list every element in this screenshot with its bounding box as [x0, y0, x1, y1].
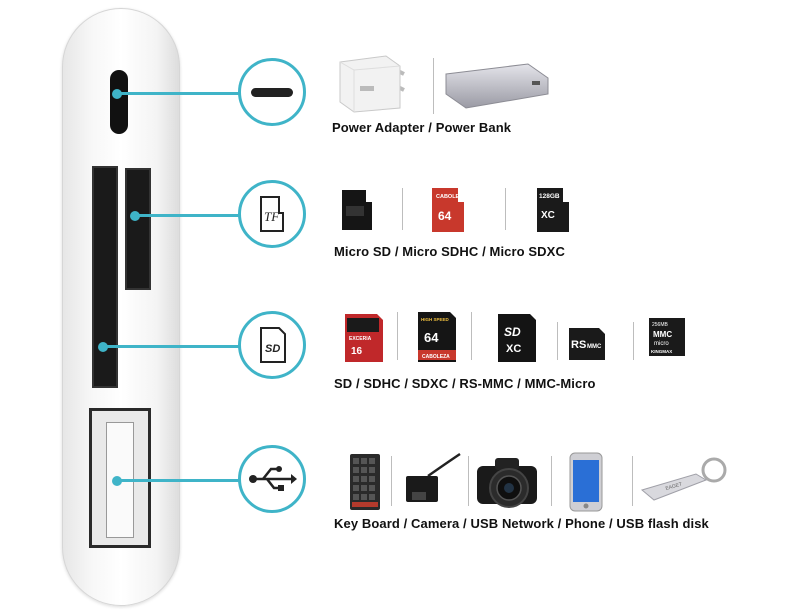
- sd-card-icon: SD: [260, 327, 286, 363]
- row4-divider-4: [632, 456, 633, 506]
- svg-text:EXCERIA: EXCERIA: [349, 336, 372, 342]
- svg-text:CABOLEZA: CABOLEZA: [436, 194, 467, 200]
- usb-flash-disk-image: EAGET: [640, 456, 730, 506]
- row4-caption: Key Board / Camera / USB Network / Phone…: [334, 516, 709, 531]
- svg-text:EAGET: EAGET: [665, 481, 683, 491]
- svg-text:XC: XC: [541, 210, 555, 221]
- svg-text:TF: TF: [264, 209, 280, 224]
- svg-text:KINGMAX: KINGMAX: [651, 349, 672, 354]
- svg-text:micro: micro: [654, 341, 669, 347]
- adapter-device: [62, 8, 180, 606]
- row3-divider-1: [397, 312, 398, 360]
- row4-divider-1: [391, 456, 392, 506]
- svg-text:SD: SD: [504, 325, 521, 339]
- connector-line-sd: [103, 345, 240, 348]
- rs-mmc-card-image: RS MMC: [567, 326, 607, 362]
- micro-sd-128gb-image: 128GB XC: [535, 186, 575, 234]
- row1-caption: Power Adapter / Power Bank: [332, 120, 512, 135]
- row3-divider-4: [633, 322, 634, 360]
- sd-card-caboleza-image: HIGH SPEED 64 CABOLEZA: [416, 310, 458, 364]
- svg-text:16: 16: [351, 346, 363, 357]
- mmc-micro-card-image: 256MB MMC micro KINGMAX: [648, 317, 686, 357]
- svg-text:MMC: MMC: [587, 344, 602, 350]
- tf-card-slot: [125, 168, 151, 290]
- lightning-connector-icon: [251, 88, 293, 97]
- connector-line-usb: [117, 479, 240, 482]
- lightning-port: [110, 70, 128, 134]
- micro-sd-caboleza-image: CABOLEZA 64: [430, 186, 470, 234]
- svg-text:RS: RS: [571, 339, 586, 351]
- power-adapter-image: [334, 52, 430, 114]
- row2-divider-2: [505, 188, 506, 230]
- svg-text:HIGH SPEED: HIGH SPEED: [421, 317, 450, 322]
- sdxc-card-image: SD XC: [496, 312, 538, 364]
- svg-text:128GB: 128GB: [539, 193, 560, 200]
- row2-divider-1: [402, 188, 403, 230]
- svg-text:SD: SD: [265, 343, 280, 355]
- row3-divider-3: [557, 322, 558, 360]
- micro-sd-black-image: [340, 188, 380, 232]
- usb-symbol-icon: [249, 466, 297, 491]
- row4-divider-3: [551, 456, 552, 506]
- connector-line-power: [116, 92, 240, 95]
- row3-divider-2: [471, 312, 472, 360]
- svg-text:64: 64: [438, 209, 452, 223]
- row2-caption: Micro SD / Micro SDHC / Micro SDXC: [334, 244, 565, 259]
- svg-text:CABOLEZA: CABOLEZA: [422, 354, 450, 360]
- connector-line-tf: [135, 214, 240, 217]
- tf-port-circle: TF: [238, 180, 306, 248]
- svg-text:256MB: 256MB: [652, 322, 669, 328]
- keyboard-image: [348, 452, 382, 512]
- sd-card-slot: [92, 166, 118, 388]
- sd-port-circle: SD: [238, 311, 306, 379]
- camera-image: [473, 452, 543, 512]
- usb-port-circle: [238, 445, 306, 513]
- phone-image: [566, 452, 612, 512]
- power-bank-image: [442, 60, 552, 112]
- svg-text:64: 64: [424, 330, 439, 345]
- svg-text:XC: XC: [506, 343, 521, 355]
- sd-card-16gb-image: EXCERIA 16: [343, 312, 385, 364]
- row4-divider-2: [468, 456, 469, 506]
- lightning-port-circle: [238, 58, 306, 126]
- row3-caption: SD / SDHC / SDXC / RS-MMC / MMC-Micro: [334, 376, 596, 391]
- usb-network-adapter-image: [398, 452, 464, 508]
- svg-text:MMC: MMC: [653, 330, 672, 339]
- tf-card-icon: TF: [260, 196, 284, 232]
- row1-divider: [433, 58, 434, 114]
